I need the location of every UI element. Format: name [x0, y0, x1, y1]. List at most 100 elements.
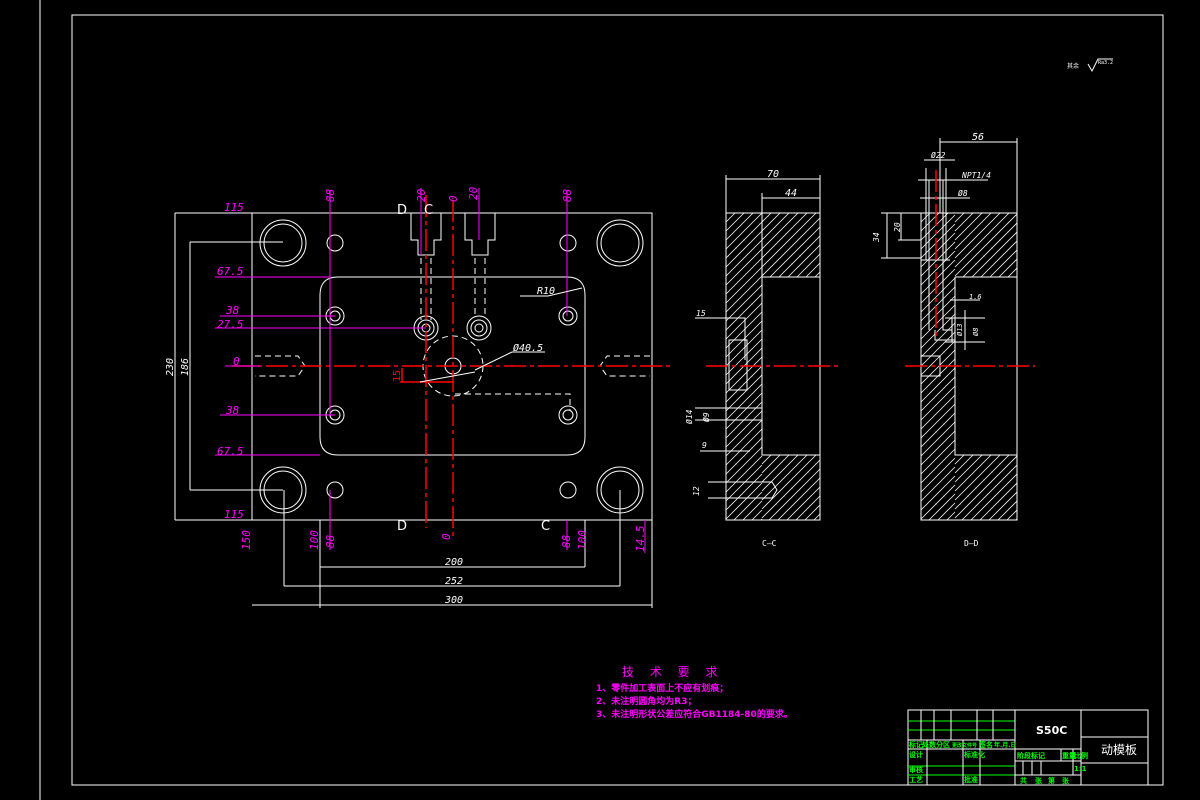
dim-300: 300: [444, 595, 463, 606]
leader-lines: [419, 287, 583, 383]
material: S50C: [1036, 724, 1067, 737]
dim-100-right: 100: [576, 530, 589, 550]
sheet-unit-1: 张: [1035, 776, 1043, 785]
hatch-line: [725, 455, 763, 493]
row-standardization: 标准化: [963, 750, 985, 759]
hatch-line: [725, 329, 763, 367]
section-d-d: 56 Ø22 NPT1/4 Ø8 34 20 1.6 Ø13 Ø8 D—D: [872, 132, 1035, 548]
dim-d8-bottom: Ø8: [972, 328, 980, 336]
hatch-line: [751, 509, 763, 521]
title-block: S50C 动模板 标记 处数 分区 更改文件号 签名 年.月.日 设计 审核 工…: [907, 709, 1149, 786]
hatch-line: [761, 212, 781, 232]
hatch-line: [725, 221, 763, 259]
hatch-line: [769, 226, 821, 278]
section-c-c: 70 44 15 Ø14 Ø9 9 12 C—C: [684, 169, 838, 548]
hatch-line: [970, 473, 1018, 521]
stage-mark: 阶段标记: [1017, 751, 1045, 760]
dim-0-top: 0: [447, 195, 460, 202]
dim-d9: Ø9: [701, 412, 711, 422]
hatch-line: [1006, 509, 1018, 521]
hatch-line: [920, 421, 956, 457]
dim-d8: Ø8: [958, 188, 968, 198]
main-view: D C D C 115 115 230 186 67.5 38 27.5 0 3…: [165, 186, 670, 608]
dim-20-top: 20: [415, 188, 428, 202]
dim-44: 44: [785, 188, 797, 199]
hatch-line: [954, 212, 974, 232]
hatch-line: [725, 275, 763, 313]
dim-115-bottom: 115: [224, 508, 244, 521]
section-dims-lines: [881, 138, 1018, 350]
header-zone: 分区: [936, 740, 950, 749]
dim-15-red: 15: [392, 370, 403, 382]
hatch-line: [804, 504, 821, 521]
hatch-line: [954, 454, 992, 492]
hatch-line: [725, 266, 763, 304]
hatch-line: [920, 232, 956, 268]
dim-20: 20: [893, 222, 902, 232]
hatch-line: [920, 430, 956, 466]
hatch-line: [937, 502, 956, 521]
hatch-line: [954, 212, 965, 223]
hatch-line: [954, 454, 1001, 501]
requirements-title: 技 术 要 求: [622, 665, 723, 679]
small-holes: [326, 234, 577, 499]
hatch-line: [761, 459, 821, 519]
hatch-line: [920, 250, 956, 286]
section-outline: [725, 212, 821, 521]
hatch-line: [954, 454, 983, 483]
dim-38-bottom: 38: [225, 404, 240, 417]
hatch-line: [920, 484, 956, 520]
guide-pillar-holes: [259, 219, 644, 514]
hatch-line: [725, 230, 763, 268]
scale-value: 1:1: [1074, 765, 1087, 773]
hatch-line: [778, 235, 821, 278]
hatch-line: [920, 340, 956, 376]
hatch-line: [761, 212, 817, 268]
dim-d14: Ø14: [684, 409, 694, 424]
dim-1-6: 1.6: [969, 293, 982, 301]
channel-features: [921, 168, 955, 377]
hatch-line: [920, 223, 956, 259]
sheet-total: 共: [1020, 776, 1027, 785]
hatch-line: [920, 286, 956, 322]
dim-d13: Ø13: [956, 323, 964, 336]
hatch-line: [725, 392, 763, 430]
dim-100-left: 100: [308, 530, 321, 550]
dim-d40-5: Ø40.5: [513, 342, 543, 354]
hatch-line: [920, 367, 956, 403]
highlight-dimension-lines: [215, 188, 646, 553]
dim-12: 12: [692, 486, 701, 496]
hatch-line: [761, 454, 799, 492]
header-date: 年.月.日: [994, 741, 1017, 749]
hatch-line: [761, 212, 808, 259]
dim-34: 34: [872, 232, 881, 243]
hatch-line: [928, 493, 956, 521]
hatch-line: [920, 241, 956, 277]
hatch-line: [813, 513, 821, 521]
hatch-line: [920, 475, 956, 511]
hatch-line: [725, 302, 763, 340]
row-approve: 批准: [964, 775, 978, 784]
dim-150: 150: [240, 530, 253, 550]
hatch-line: [920, 385, 956, 421]
dim-88-bottom-right: 88: [560, 534, 573, 548]
hatch-line: [761, 454, 790, 483]
dimension-lines-vertical: [174, 212, 283, 521]
hatch-line: [725, 239, 763, 277]
requirement-1: 1、零件加工表面上不应有划痕；: [596, 682, 728, 694]
dim-27-5: 27.5: [217, 318, 244, 331]
hatch-line: [725, 212, 736, 223]
dim-115-top: 115: [224, 201, 244, 214]
hatch-line: [725, 257, 763, 295]
roughness-prefix: 其余: [1067, 62, 1079, 70]
hatch-line: [920, 304, 956, 340]
header-count: 处数: [921, 740, 937, 749]
hatch-line: [920, 331, 956, 367]
hatch-line: [954, 212, 992, 250]
hatch-line: [920, 412, 956, 448]
requirement-3: 3、未注明形状公差应符合GB1184-80的要求。: [596, 708, 793, 720]
hatch-line: [954, 454, 965, 465]
section-mark-d-top: D: [397, 203, 407, 218]
sheet-number: 第: [1048, 776, 1055, 785]
hatch-line: [920, 466, 956, 502]
